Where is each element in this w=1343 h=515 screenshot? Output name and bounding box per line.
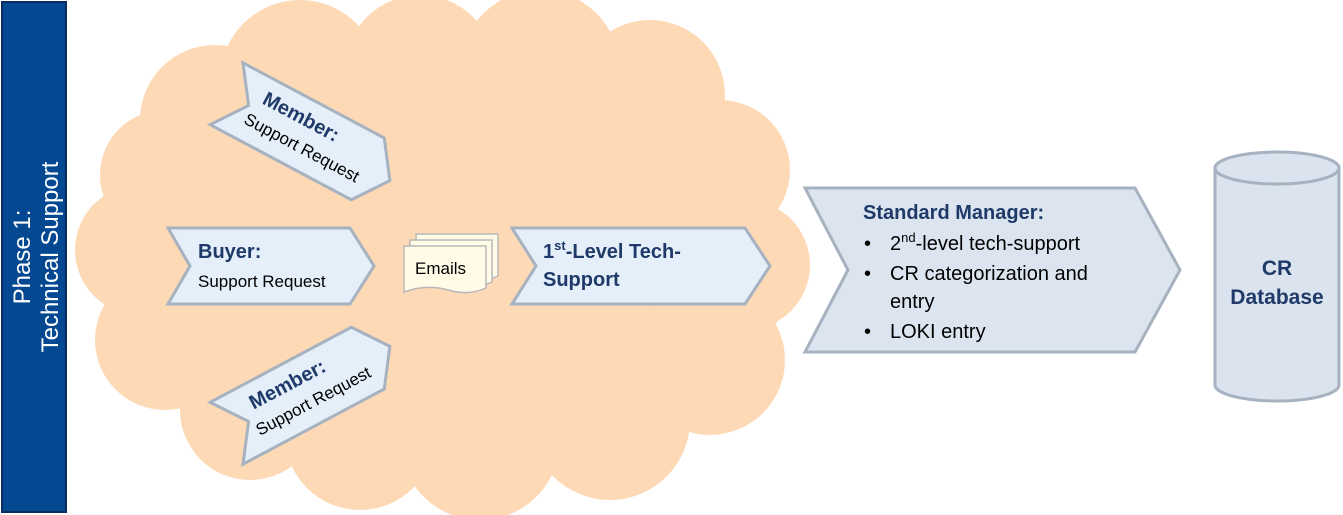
phase-bar: Phase 1: Technical Support <box>1 1 67 513</box>
manager-item-3: LOKI entry <box>890 321 986 343</box>
manager-item-2-line1: CR categorization and <box>890 263 1088 285</box>
bullet-1: • <box>864 233 871 255</box>
database-body <box>1213 166 1341 403</box>
emails-label: Emails <box>415 259 466 278</box>
phase-bar-background <box>1 1 67 513</box>
database-top <box>1213 150 1341 186</box>
email-doc-front <box>403 245 487 294</box>
first-level-shape <box>509 226 772 306</box>
member-bottom-shape <box>206 325 392 467</box>
buyer-title: Buyer: <box>198 241 261 263</box>
manager-item-1: 2nd-level tech-support <box>890 230 1081 255</box>
first-level-ordinal: 1 <box>543 241 554 263</box>
standard-manager-title: Standard Manager: <box>863 202 1044 224</box>
standard-manager-chevron: Standard Manager: • 2nd-level tech-suppo… <box>802 186 1182 354</box>
phase-title-line1: Phase 1: <box>9 210 36 305</box>
first-level-text: -Level Tech- <box>566 241 681 263</box>
manager-item-2-line2: entry <box>890 291 934 313</box>
first-level-line2: Support <box>543 269 620 291</box>
standard-manager-shape <box>802 186 1182 354</box>
buyer-subtitle: Support Request <box>198 272 326 291</box>
buyer-chevron: Buyer: Support Request <box>165 226 376 306</box>
buyer-shape <box>165 226 376 306</box>
phase-title-line2: Technical Support <box>37 161 64 352</box>
cr-database-cylinder: CR Database <box>1213 150 1341 403</box>
first-level-line1: 1st-Level Tech- <box>543 238 681 263</box>
emails-document-stack: Emails <box>403 233 499 294</box>
bullet-3: • <box>864 321 871 343</box>
database-label-line1: CR <box>1262 257 1292 280</box>
member-top-shape <box>206 60 392 202</box>
database-label-line2: Database <box>1230 286 1323 309</box>
first-level-ordinal-suffix: st <box>554 238 566 253</box>
first-level-chevron: 1st-Level Tech- Support <box>509 226 772 306</box>
bullet-2: • <box>864 263 871 285</box>
